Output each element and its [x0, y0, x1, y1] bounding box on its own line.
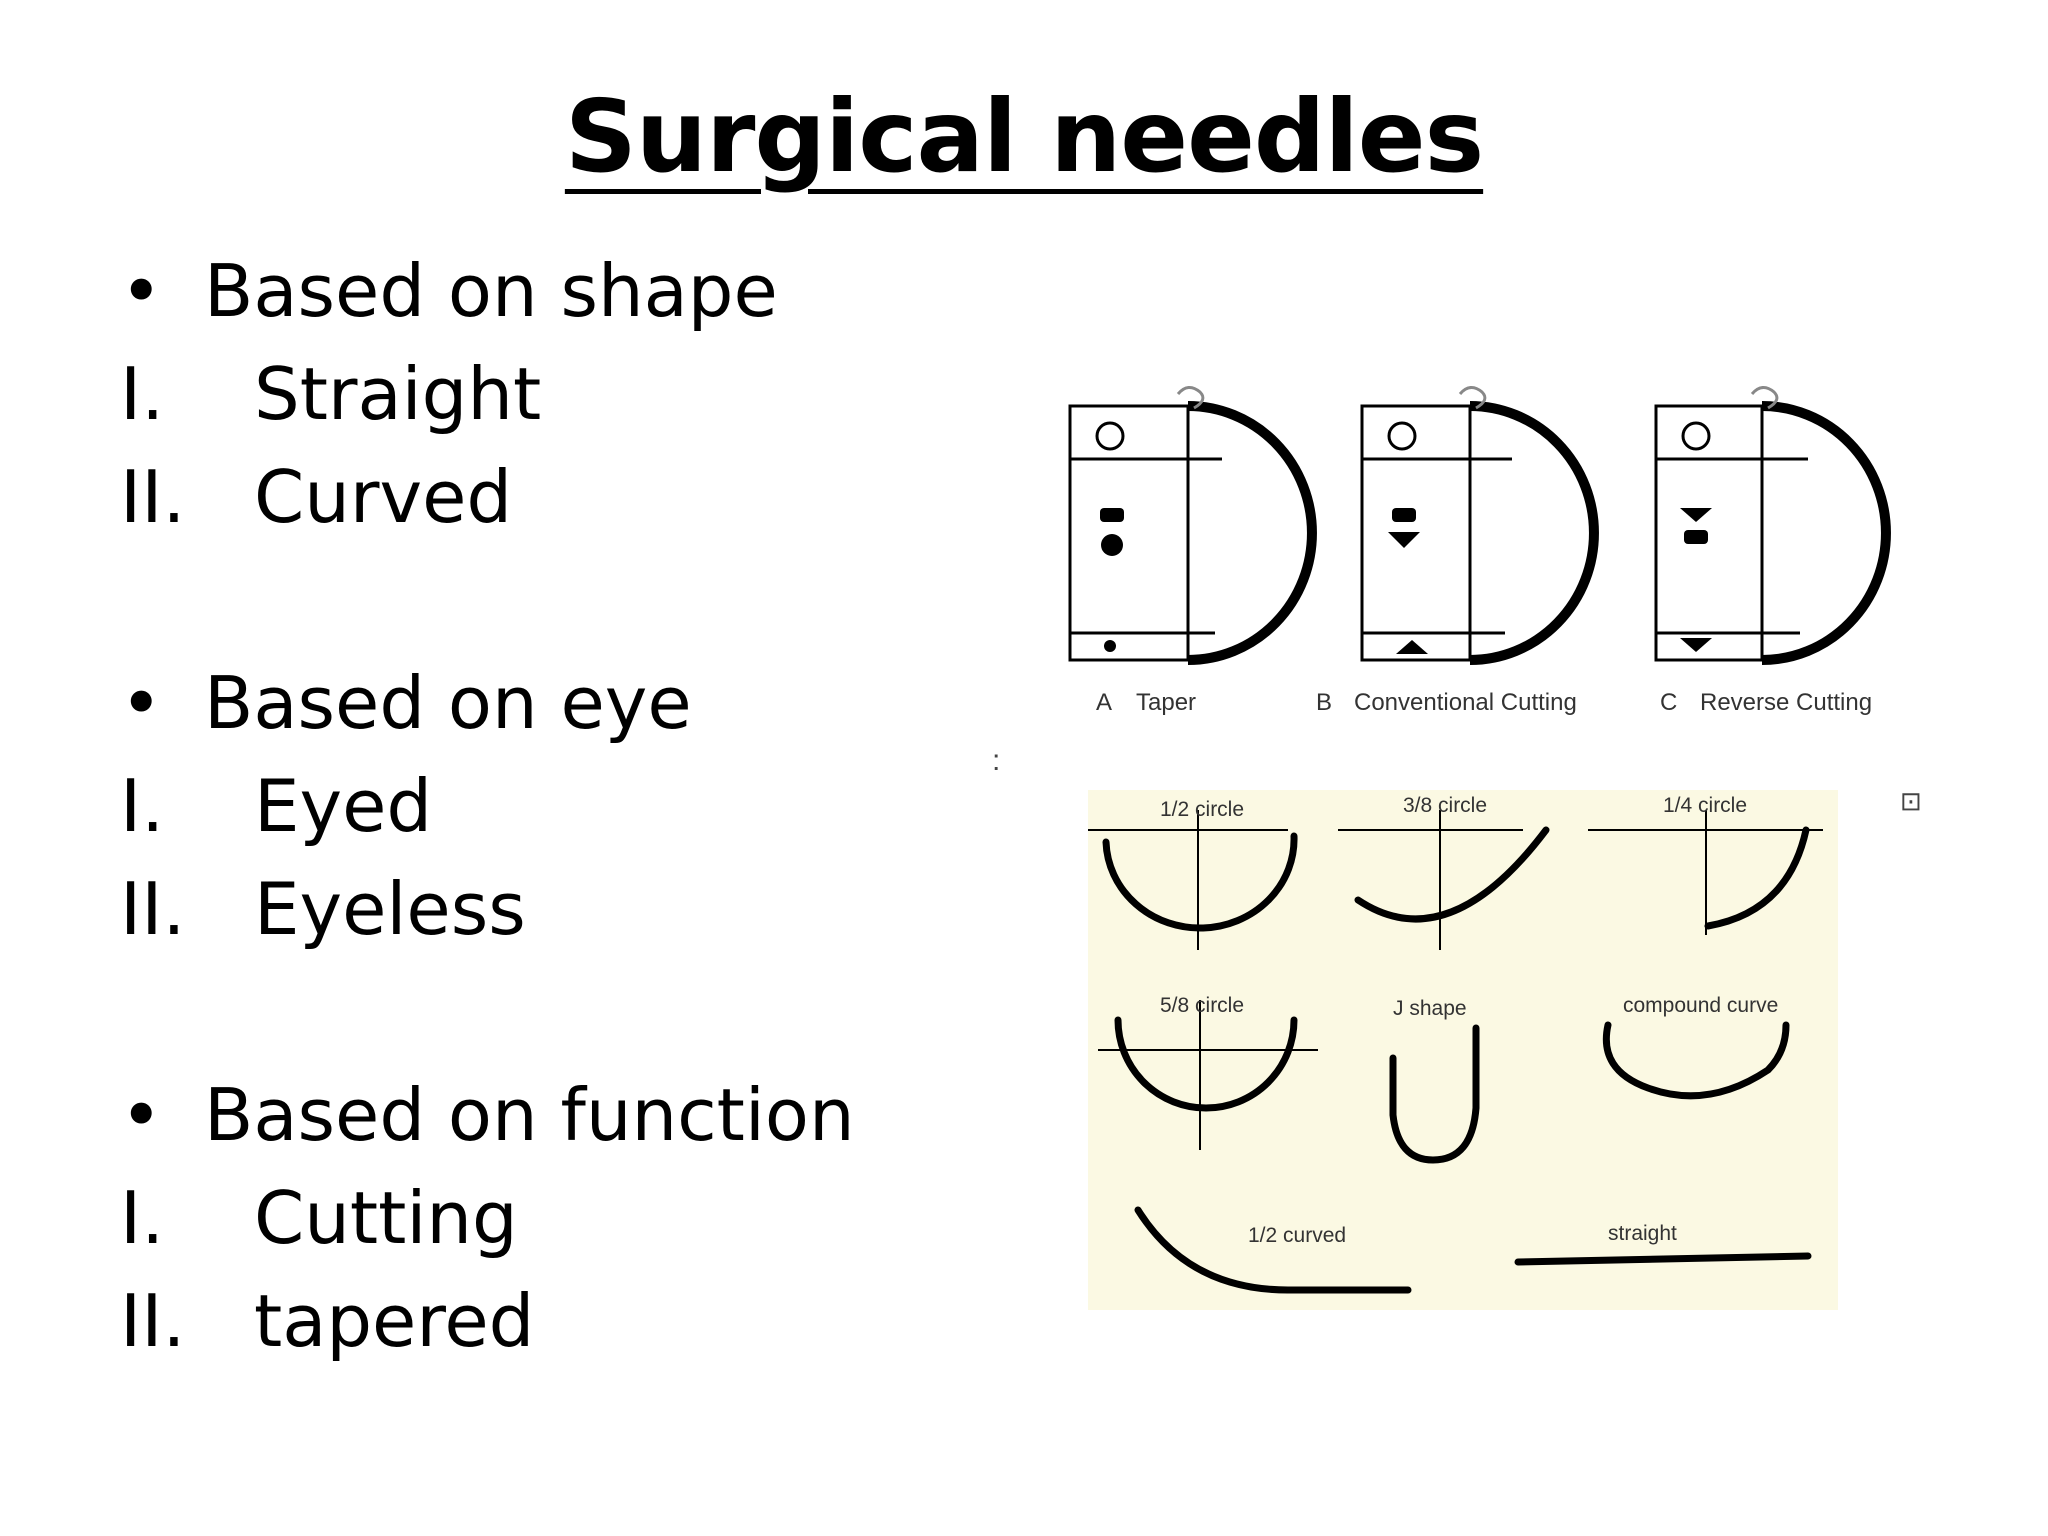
needle-point-types-figure: A Taper B Conventional Cutting C Reverse… [1068, 386, 1891, 716]
item-text: Curved [254, 455, 513, 539]
label-letter-b: B [1316, 689, 1332, 716]
item-text: Eyeless [254, 867, 526, 951]
roman-numeral: II. [120, 867, 186, 951]
five-eighths-circle-needle-shape [1114, 1016, 1298, 1112]
label-straight: straight [1608, 1222, 1677, 1245]
label-compound-curve: compound curve [1623, 994, 1778, 1017]
j-shape-needle-shape [1389, 1024, 1480, 1164]
curved-needle-body [1761, 401, 1891, 665]
item-text: Cutting [254, 1176, 518, 1260]
straight-needle-shape [1514, 1252, 1812, 1266]
eye-circle-icon [1681, 421, 1711, 451]
slide-title: Surgical needles [0, 78, 2048, 195]
heading-text: Based on eye [204, 661, 692, 745]
label-letter-a: A [1096, 689, 1112, 716]
bullet-icon: • [120, 249, 163, 333]
label-quarter-circle: 1/4 circle [1663, 794, 1747, 817]
reference-lines [1088, 810, 1823, 1150]
title-text: Surgical needles [564, 78, 1484, 195]
corner-icon: ⊡ [1900, 786, 1922, 816]
eye-circle-icon [1387, 421, 1417, 451]
curved-needle-body [1469, 401, 1599, 665]
label-three-eighths-circle: 3/8 circle [1403, 794, 1487, 817]
curved-needle-body [1187, 401, 1317, 665]
label-conventional-cutting: Conventional Cutting [1354, 689, 1577, 716]
label-reverse-cutting: Reverse Cutting [1700, 689, 1872, 716]
roman-numeral: I. [120, 1176, 165, 1260]
heading-text: Based on function [204, 1073, 855, 1157]
half-circle-needle-shape [1102, 832, 1298, 932]
half-curved-needle-shape [1134, 1206, 1412, 1294]
stray-colon: : [992, 744, 1001, 777]
item-text: Straight [254, 352, 542, 436]
eye-circle-icon [1095, 421, 1125, 451]
roman-numeral: I. [120, 764, 165, 848]
label-half-circle: 1/2 circle [1160, 798, 1244, 821]
roman-numeral: II. [120, 455, 186, 539]
label-letter-c: C [1660, 689, 1677, 716]
label-taper: Taper [1136, 689, 1196, 716]
reverse-cutting-needle-diagram [1654, 386, 1891, 665]
label-j-shape: J shape [1393, 997, 1467, 1020]
label-five-eighths-circle: 5/8 circle [1160, 994, 1244, 1017]
heading-text: Based on shape [204, 249, 778, 333]
compound-curve-needle-shape [1602, 1021, 1790, 1100]
bullet-icon: • [120, 1073, 163, 1157]
item-text: Eyed [254, 764, 433, 848]
three-eighths-circle-needle-shape [1354, 826, 1550, 923]
conventional-cutting-needle-diagram [1360, 386, 1599, 665]
roman-numeral: I. [120, 352, 165, 436]
label-half-curved: 1/2 curved [1248, 1224, 1346, 1247]
roman-numeral: II. [120, 1279, 186, 1363]
quarter-circle-needle-shape [1704, 826, 1810, 930]
taper-needle-diagram [1068, 386, 1317, 665]
bullet-icon: • [120, 661, 163, 745]
item-text: tapered [254, 1279, 535, 1363]
needle-shapes-figure: 1/2 circle 3/8 circle 1/4 circle 5/8 cir… [1088, 790, 1838, 1310]
